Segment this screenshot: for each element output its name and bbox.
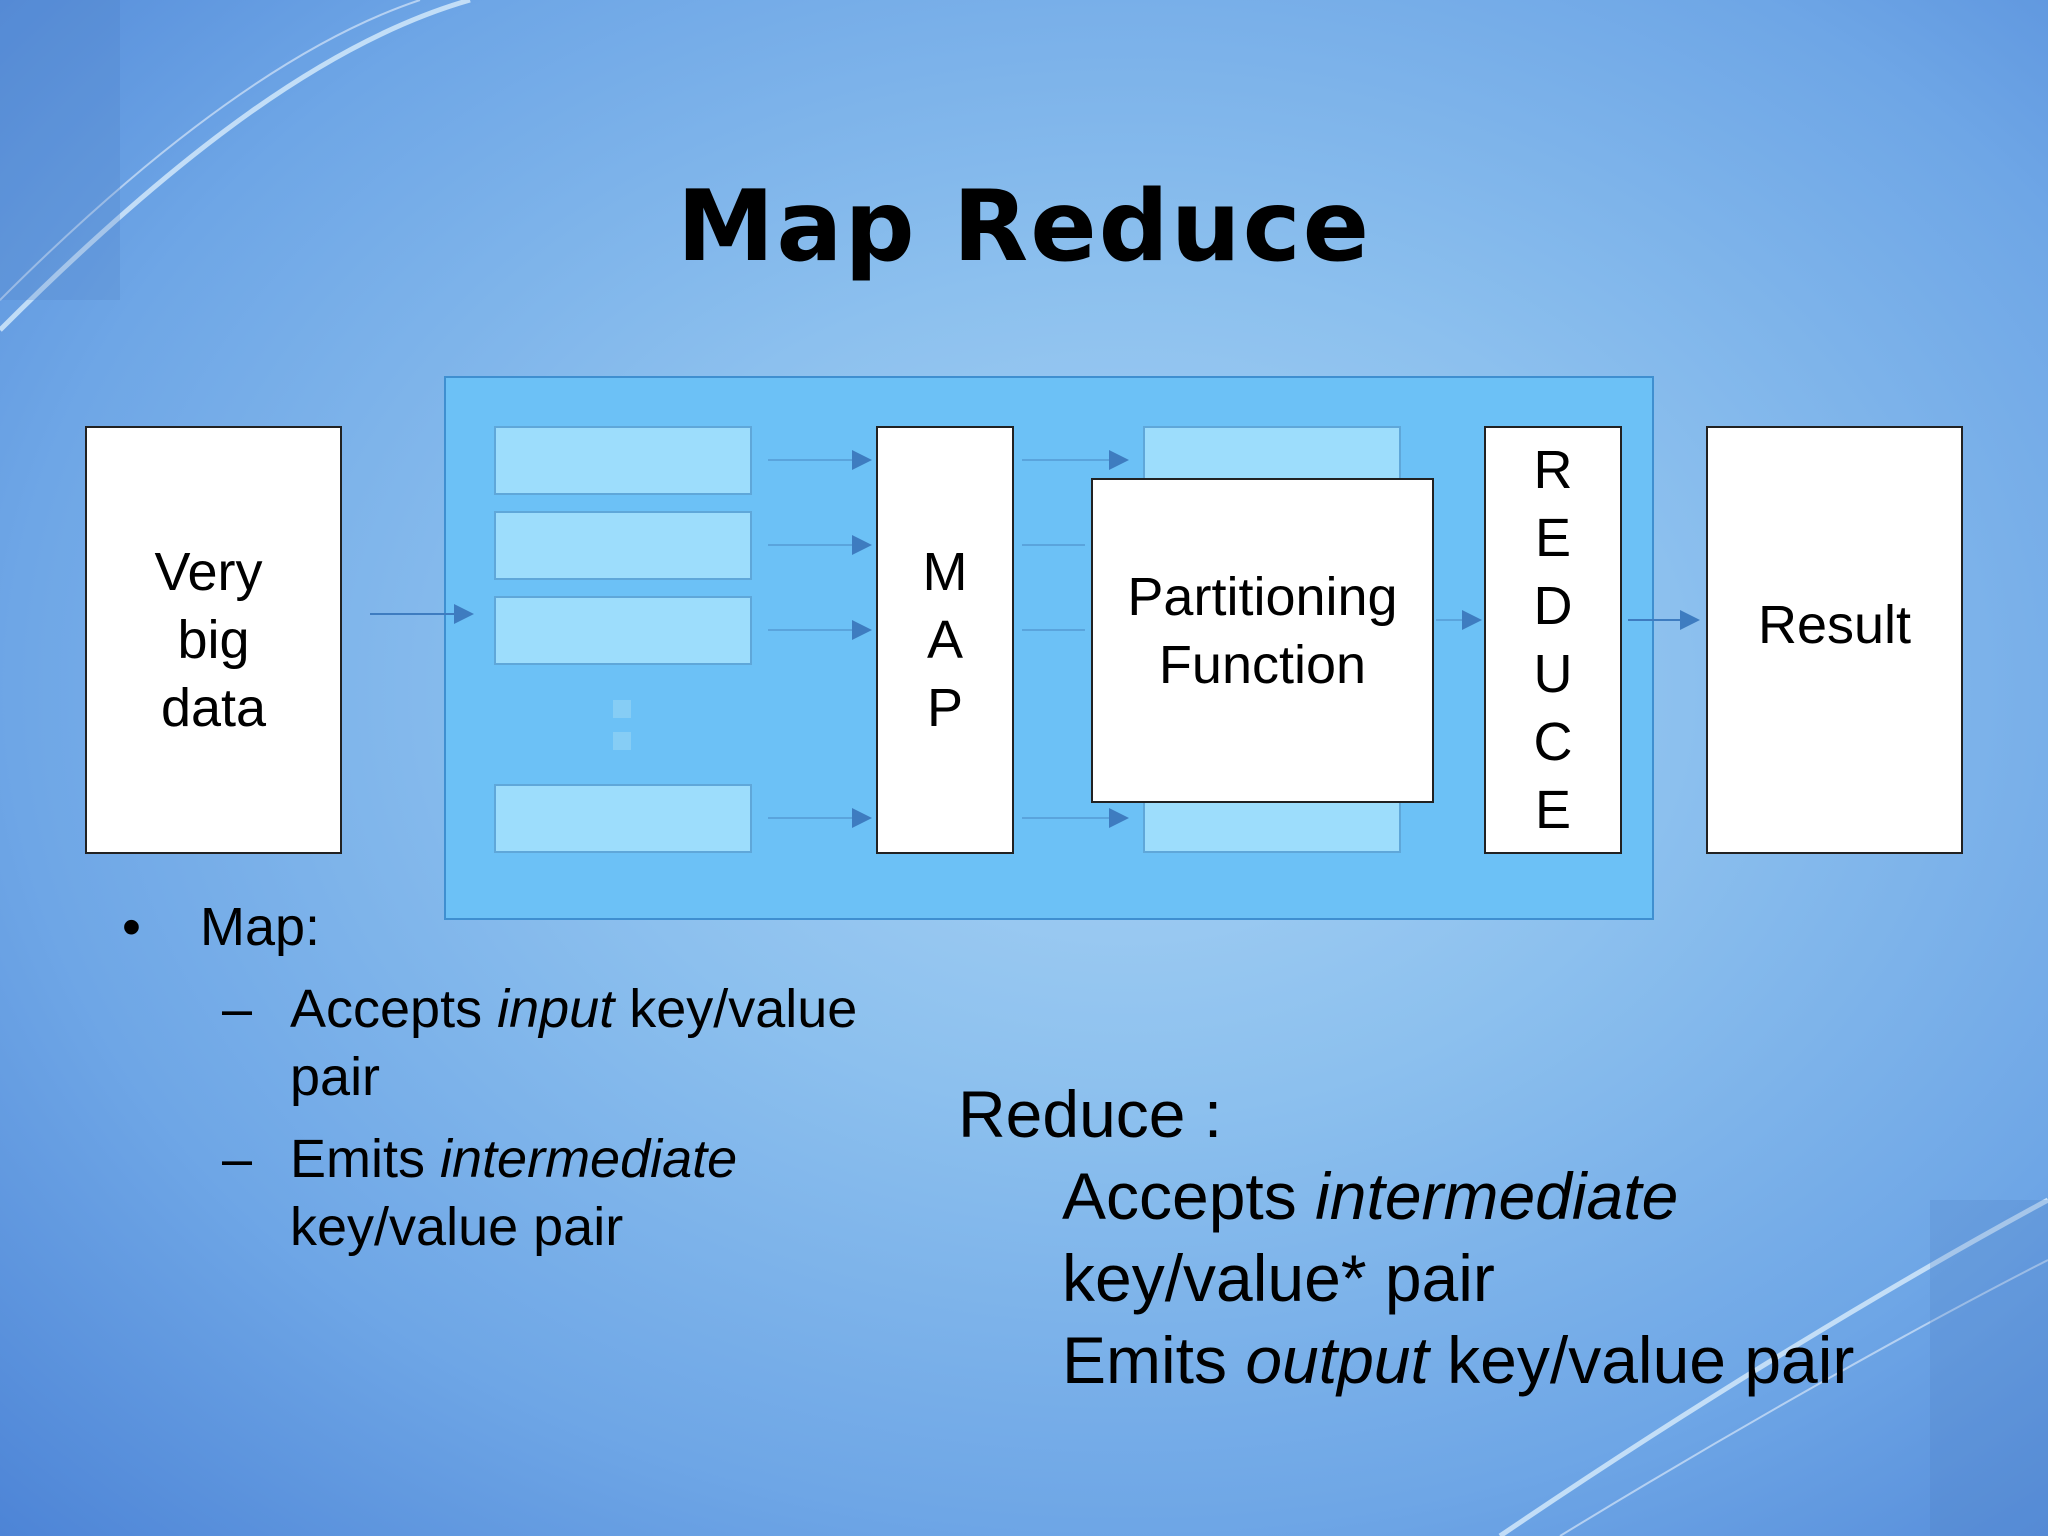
reduce-line-3-post: key/value pair <box>1428 1323 1855 1397</box>
ellipsis-dot <box>613 700 631 718</box>
result-box: Result <box>1706 426 1963 854</box>
map-letter: A <box>926 610 963 670</box>
map-item-2-pre: Emits <box>290 1129 441 1189</box>
partition-line: Partitioning <box>1127 566 1398 627</box>
reduce-line-3-pre: Emits <box>1062 1323 1246 1397</box>
reduce-letter: E <box>1534 508 1572 568</box>
reduce-letter: E <box>1534 780 1572 840</box>
reduce-line-3: Emits output key/value pair <box>1062 1322 1854 1398</box>
map-item-2: Emits intermediate <box>290 1128 737 1190</box>
input-data-line: data <box>160 678 267 738</box>
input-split-chunk <box>494 596 752 665</box>
reduce-letter: U <box>1533 644 1573 704</box>
reduce-heading: Reduce : <box>958 1077 1223 1151</box>
map-letter: P <box>926 678 963 738</box>
reduce-box: R E D U C E <box>1484 426 1622 854</box>
map-bullet: • <box>122 897 141 957</box>
map-letter: M <box>922 542 968 602</box>
map-dash-2: – <box>222 1129 253 1189</box>
reduce-letter: C <box>1533 712 1573 772</box>
map-item-1-line2: pair <box>290 1047 381 1107</box>
map-dash-1: – <box>222 979 253 1039</box>
input-data-line: big <box>177 610 250 670</box>
input-data-box: Very big data <box>85 426 342 854</box>
input-split-chunk <box>494 511 752 580</box>
reduce-line-1-em: intermediate <box>1315 1159 1679 1233</box>
input-split-chunk <box>494 426 752 495</box>
map-item-1-post: key/value <box>614 979 858 1039</box>
map-item-1: Accepts input key/value <box>290 978 857 1040</box>
ellipsis-dot <box>613 732 631 750</box>
reduce-line-2: key/value* pair <box>1062 1241 1495 1315</box>
result-label: Result <box>1757 595 1912 655</box>
map-item-1-em: input <box>497 979 615 1039</box>
reduce-line-1-pre: Accepts <box>1062 1159 1316 1233</box>
map-item-1-pre: Accepts <box>290 979 498 1039</box>
input-data-line: Very <box>154 542 263 602</box>
slide-title: Map Reduce <box>676 170 1372 284</box>
reduce-line-1: Accepts intermediate <box>1062 1158 1678 1234</box>
input-split-chunk <box>494 784 752 853</box>
reduce-letter: R <box>1533 440 1573 500</box>
partitioning-function-box: Partitioning Function <box>1091 478 1434 803</box>
map-box: M A P <box>876 426 1014 854</box>
map-item-2-line2: key/value pair <box>290 1197 624 1257</box>
map-item-2-em: intermediate <box>440 1129 738 1189</box>
partition-line: Function <box>1158 634 1367 695</box>
reduce-line-3-em: output <box>1245 1323 1429 1397</box>
map-heading: Map: <box>200 897 321 957</box>
reduce-letter: D <box>1533 576 1573 636</box>
